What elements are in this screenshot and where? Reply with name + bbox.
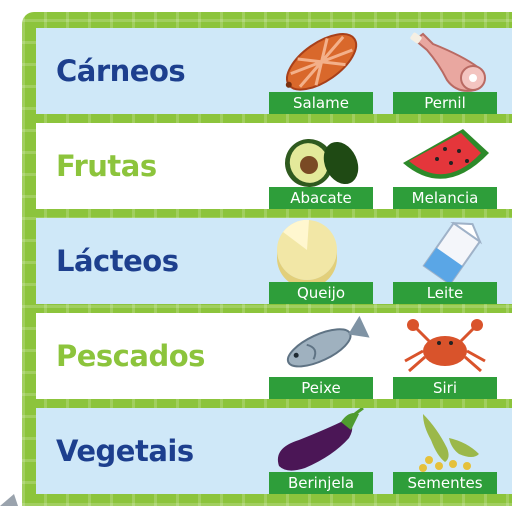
salami-icon xyxy=(285,33,358,91)
food-label: Siri xyxy=(393,377,497,399)
fish-icon xyxy=(286,315,370,368)
eggplant-icon xyxy=(277,408,364,471)
food-label: Berinjela xyxy=(269,472,373,494)
food-item-peixe: Peixe xyxy=(269,313,373,399)
category-row-carneos: Cárneos Salame Pernil xyxy=(36,28,512,114)
food-item-siri: Siri xyxy=(393,313,497,399)
food-groups-board: Cárneos Salame Pernil Frutas xyxy=(22,12,512,506)
food-label: Salame xyxy=(269,92,373,114)
food-item-sementes: Sementes xyxy=(393,408,497,494)
category-title: Pescados xyxy=(56,339,205,373)
category-row-pescados: Pescados Peixe Siri xyxy=(36,313,512,399)
food-item-berinjela: Berinjela xyxy=(269,408,373,494)
watermelon-icon xyxy=(403,129,489,179)
category-title: Vegetais xyxy=(56,434,194,468)
food-item-salame: Salame xyxy=(269,28,373,114)
food-item-melancia: Melancia xyxy=(393,123,497,209)
category-title: Lácteos xyxy=(56,244,179,278)
category-title: Cárneos xyxy=(56,54,186,88)
crab-icon xyxy=(404,319,486,373)
seeds-icon xyxy=(419,414,479,472)
food-label: Leite xyxy=(393,282,497,304)
food-label: Pernil xyxy=(393,92,497,114)
category-row-lacteos: Lácteos Queijo Leite xyxy=(36,218,512,304)
food-label: Abacate xyxy=(269,187,373,209)
food-item-pernil: Pernil xyxy=(393,28,497,114)
food-label: Queijo xyxy=(269,282,373,304)
food-item-leite: Leite xyxy=(393,218,497,304)
cheese-icon xyxy=(277,219,337,284)
food-item-queijo: Queijo xyxy=(269,218,373,304)
category-row-frutas: Frutas Abacate Melancia xyxy=(36,123,512,209)
ham-leg-icon xyxy=(410,32,486,92)
category-title: Frutas xyxy=(56,149,157,183)
milk-carton-icon xyxy=(422,221,483,284)
food-label: Melancia xyxy=(393,187,497,209)
food-item-abacate: Abacate xyxy=(269,123,373,209)
page-corner-decoration xyxy=(0,494,18,506)
food-label: Peixe xyxy=(269,377,373,399)
food-label: Sementes xyxy=(393,472,497,494)
avocado-icon xyxy=(285,139,359,187)
category-row-vegetais: Vegetais Berinjela Sementes xyxy=(36,408,512,494)
